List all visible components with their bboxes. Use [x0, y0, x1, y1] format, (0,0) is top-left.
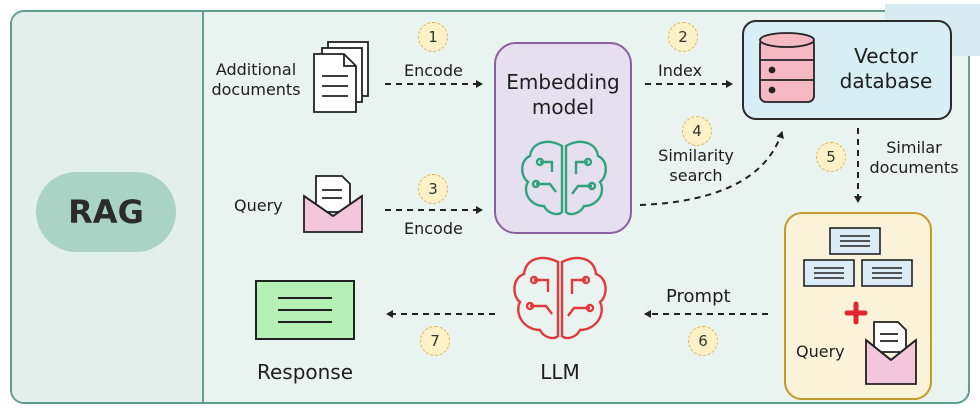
encode-label-2: Encode [404, 219, 463, 238]
response-label: Response [256, 360, 354, 384]
brain-circuit-icon [521, 140, 607, 216]
embedding-model-label: Embedding model [506, 70, 620, 119]
step-badge-6: 6 [688, 326, 718, 356]
vector-database-label: Vector database [839, 44, 933, 93]
step-badge-7: 7 [420, 326, 450, 356]
combined-query-label: Query [796, 342, 845, 361]
rag-label: RAG [36, 172, 176, 252]
similar-documents-label: Similar documents [869, 138, 959, 177]
arrow-similarity-search [639, 131, 784, 206]
step-badge-1: 1 [418, 22, 448, 52]
document-stack-icon [313, 41, 369, 113]
document-card-icon [803, 227, 913, 287]
response-lines [278, 297, 332, 323]
panel-divider [202, 12, 204, 402]
prompt-label: Prompt [666, 286, 731, 307]
query-label: Query [234, 196, 283, 215]
combo-query-envelope-icon [865, 321, 917, 385]
llm-brain-icon [513, 256, 607, 340]
plus-icon [844, 301, 868, 325]
similarity-search-label: Similarity search [658, 146, 734, 185]
step-badge-4: 4 [682, 116, 712, 146]
llm-label: LLM [540, 360, 580, 384]
step-badge-3: 3 [418, 174, 448, 204]
step-badge-5: 5 [816, 142, 846, 172]
encode-label-1: Encode [404, 61, 463, 80]
query-envelope-icon [303, 175, 363, 233]
index-label: Index [658, 61, 703, 80]
step-badge-2: 2 [668, 22, 698, 52]
additional-documents-label: Additional documents [211, 60, 301, 99]
database-icon [759, 32, 815, 103]
